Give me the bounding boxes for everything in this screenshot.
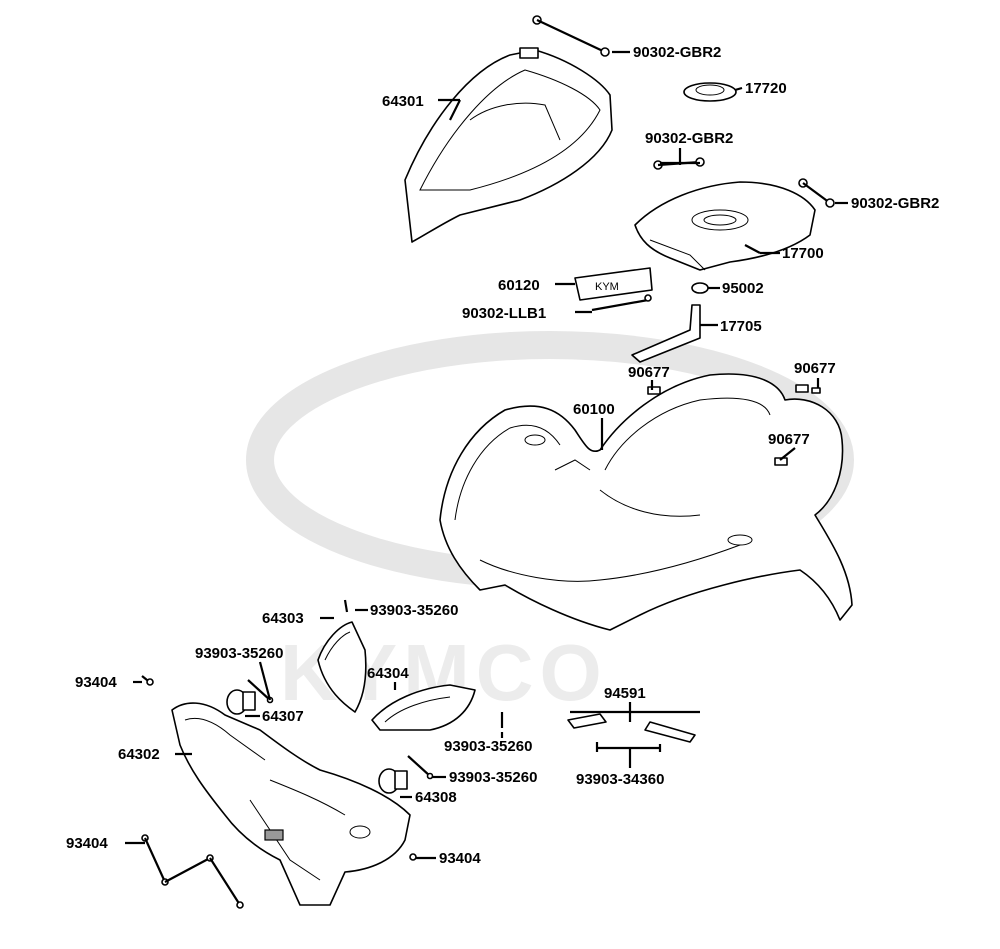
part-94591-straps (567, 713, 696, 743)
part-60120-emblem: KYM (574, 267, 653, 301)
label-64307: 64307 (262, 708, 304, 725)
part-64303-lens (317, 621, 367, 713)
label-93404-a: 93404 (75, 674, 117, 691)
label-64301: 64301 (382, 93, 424, 110)
label-17705: 17705 (720, 318, 762, 335)
label-64302: 64302 (118, 746, 160, 763)
part-17705-tube (631, 304, 701, 363)
label-95002: 95002 (722, 280, 764, 297)
label-60100: 60100 (573, 401, 615, 418)
part-64302-front-panel (171, 702, 411, 906)
part-17720-grommet (683, 82, 737, 102)
clip-90677-b (795, 384, 821, 394)
label-93404-b: 93404 (66, 835, 108, 852)
label-93404-c: 93404 (439, 850, 481, 867)
label-17720: 17720 (745, 80, 787, 97)
part-64307-lamp (226, 689, 256, 715)
part-95002-clip (691, 282, 709, 294)
screw-90302-gbr2-top (532, 15, 610, 57)
label-90677-b: 90677 (794, 360, 836, 377)
screw-90302-gbr2-right (798, 178, 835, 208)
part-60100-front-fender (439, 373, 853, 631)
label-93903-35260-b: 93903-35260 (195, 645, 283, 662)
screw-93903-35260-d (407, 755, 434, 780)
part-64301-seat-cover (404, 47, 613, 243)
clip-90677-a (647, 386, 661, 395)
part-64304-lens (371, 684, 476, 731)
label-90302-gbr2-mid: 90302-GBR2 (645, 130, 733, 147)
label-94591: 94591 (604, 685, 646, 702)
label-17700: 17700 (782, 245, 824, 262)
label-93903-34360: 93903-34360 (576, 771, 664, 788)
screw-93404-c (409, 853, 417, 861)
screw-93404-a (141, 675, 154, 686)
label-64308: 64308 (415, 789, 457, 806)
label-90302-llb1: 90302-LLB1 (462, 305, 546, 322)
screw-93404-b (141, 834, 244, 909)
part-17700-tank-cover (634, 181, 816, 271)
part-labels: 90302-GBR2 17720 64301 90302-GBR2 90302-… (66, 44, 939, 867)
label-90677-c: 90677 (768, 431, 810, 448)
label-93903-35260-a: 93903-35260 (370, 602, 458, 619)
label-90677-a: 90677 (628, 364, 670, 381)
label-60120: 60120 (498, 277, 540, 294)
label-93903-35260-c: 93903-35260 (444, 738, 532, 755)
label-90302-gbr2-top: 90302-GBR2 (633, 44, 721, 61)
part-64308-lamp (378, 768, 408, 794)
leader-lines (125, 50, 848, 860)
label-90302-gbr2-right: 90302-GBR2 (851, 195, 939, 212)
label-64304: 64304 (367, 665, 409, 682)
screw-93903-35260-a (343, 599, 349, 613)
label-64303: 64303 (262, 610, 304, 627)
svg-text:KYM: KYM (595, 281, 619, 293)
screw-90302-llb1 (591, 294, 652, 312)
label-93903-35260-d: 93903-35260 (449, 769, 537, 786)
